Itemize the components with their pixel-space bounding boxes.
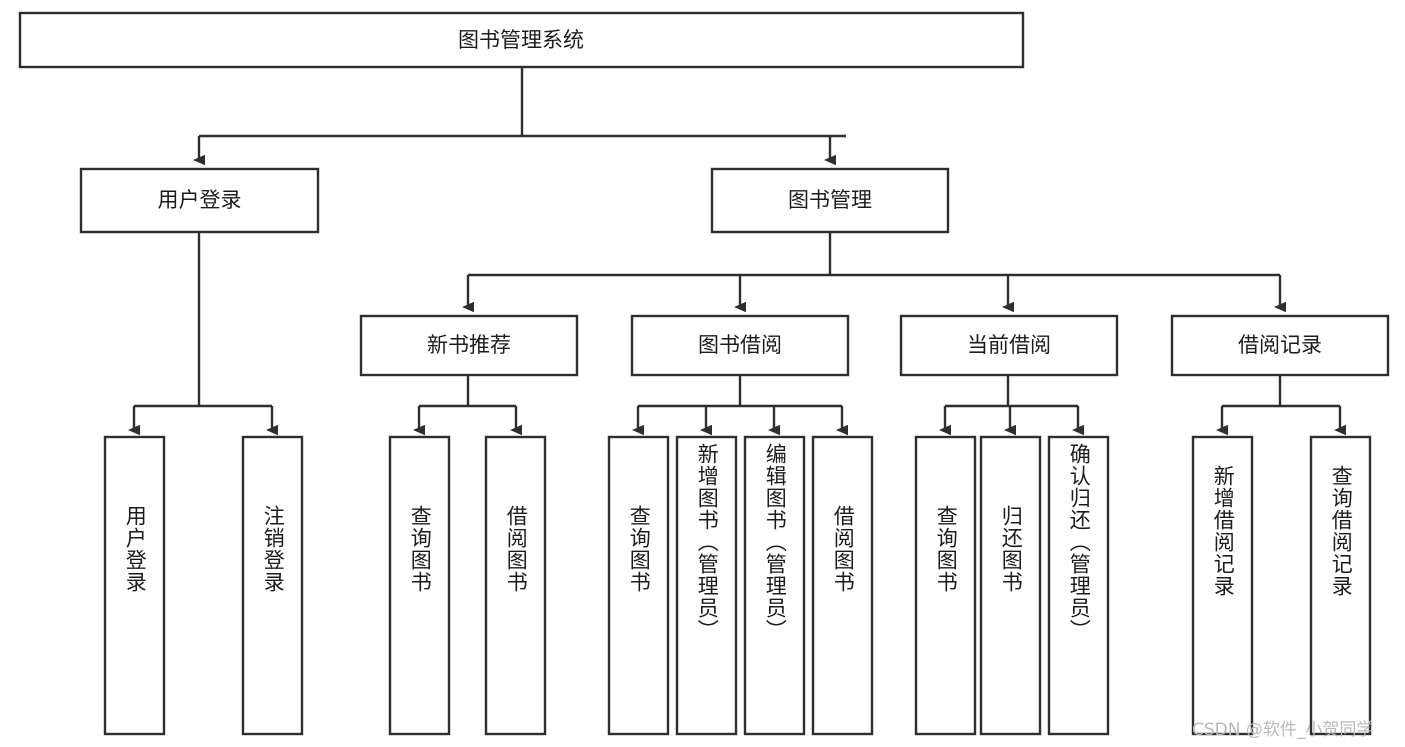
leaf-box-confirm-return-admin[interactable] xyxy=(1047,435,1110,736)
node-book-management-label: 图书管理 xyxy=(788,188,872,212)
node-new-book-recommend-label: 新书推荐 xyxy=(427,333,511,357)
node-root-label: 图书管理系统 xyxy=(458,28,584,52)
leaf-box-edit-book-admin[interactable] xyxy=(743,435,806,736)
leaf-box-logout[interactable] xyxy=(241,435,304,736)
node-current-borrow-label: 当前借阅 xyxy=(967,333,1051,357)
connector-root-to-level2 xyxy=(193,67,846,166)
connector-borrowrecord-to-leaves xyxy=(1216,375,1346,436)
node-user-login-label: 用户登录 xyxy=(158,188,242,212)
leaf-box-query-book-current[interactable] xyxy=(914,435,977,736)
connector-currentborrow-to-leaves xyxy=(939,375,1084,436)
leaf-box-user-login[interactable] xyxy=(103,435,166,736)
leaf-box-query-book-borrow[interactable] xyxy=(607,435,670,736)
leaf-box-add-borrow-record[interactable] xyxy=(1191,435,1254,736)
node-book-borrow-label: 图书借阅 xyxy=(698,333,782,357)
node-root-book-management-system[interactable]: 图书管理系统 xyxy=(18,11,1025,69)
node-borrow-record-label: 借阅记录 xyxy=(1238,333,1322,357)
leaf-box-borrow-book[interactable] xyxy=(811,435,874,736)
connector-newbook-to-leaves xyxy=(413,375,522,436)
leaf-box-query-book-recommend[interactable] xyxy=(388,435,451,736)
csdn-watermark: CSDN @软件_小贺同学 xyxy=(1192,720,1374,740)
leaf-box-return-book[interactable] xyxy=(979,435,1042,736)
leaf-box-borrow-book-recommend[interactable] xyxy=(484,435,547,736)
node-user-login[interactable]: 用户登录 xyxy=(79,167,320,234)
leaf-box-add-book-admin[interactable] xyxy=(675,435,738,736)
leaf-box-query-borrow-record[interactable] xyxy=(1309,435,1372,736)
connector-userlogin-to-leaves xyxy=(128,232,278,436)
connector-bookmgmt-to-level3 xyxy=(462,232,1286,313)
node-new-book-recommend[interactable]: 新书推荐 xyxy=(359,314,579,377)
node-book-management[interactable]: 图书管理 xyxy=(710,167,950,234)
node-borrow-record[interactable]: 借阅记录 xyxy=(1170,314,1390,377)
node-book-borrow[interactable]: 图书借阅 xyxy=(630,314,850,377)
connector-bookborrow-to-leaves xyxy=(632,375,848,436)
node-current-borrow[interactable]: 当前借阅 xyxy=(899,314,1119,377)
